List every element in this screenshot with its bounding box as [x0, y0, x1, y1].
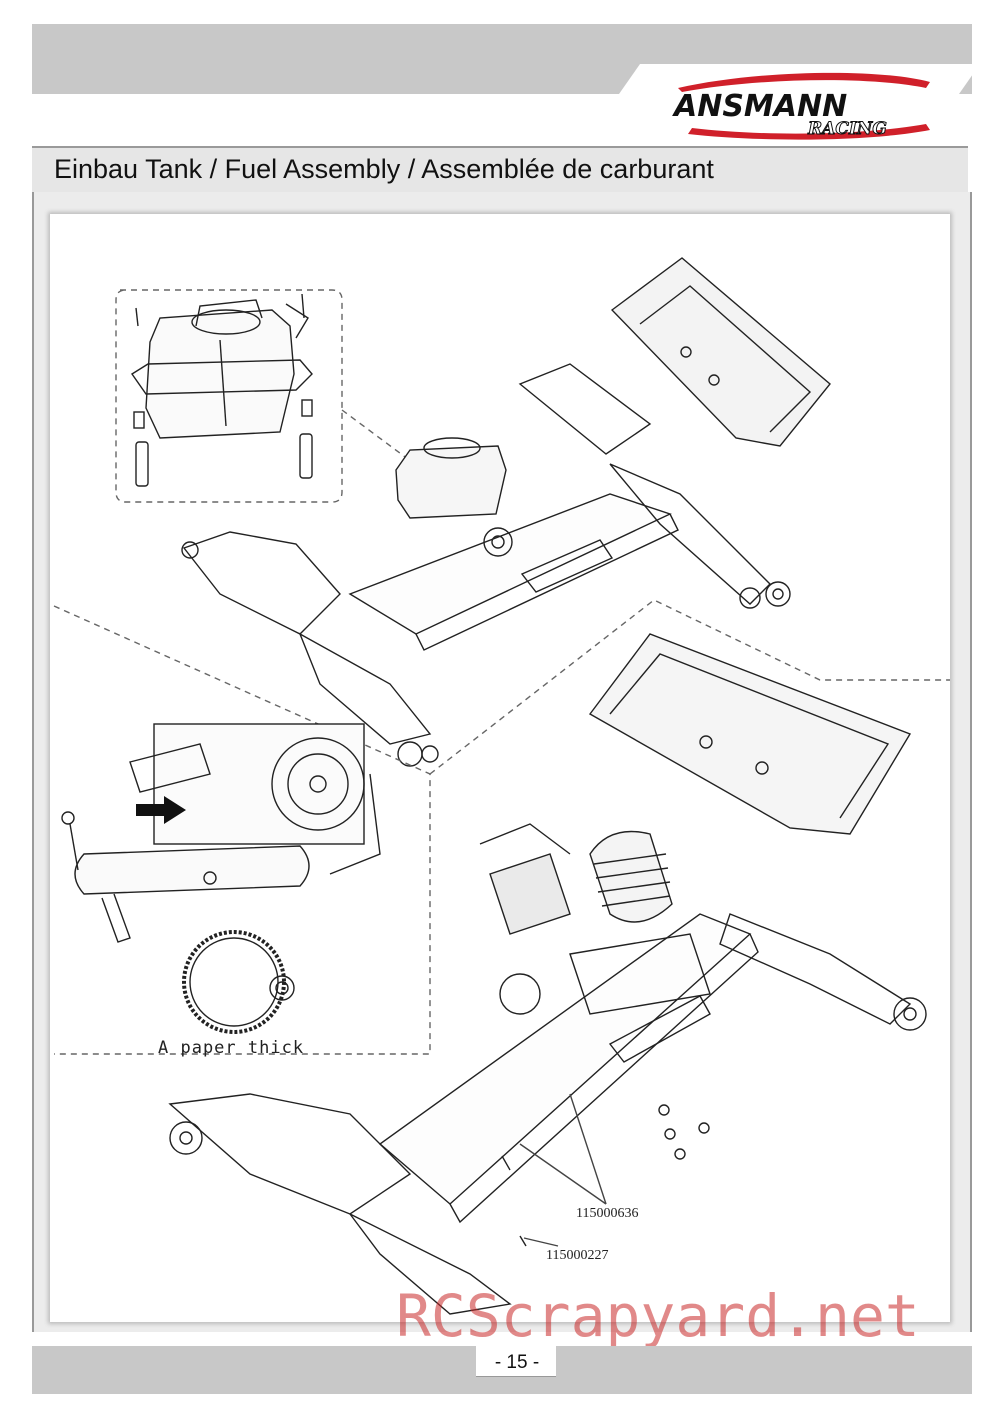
paper-thick-label: A paper thick	[158, 1038, 305, 1058]
screws-group	[501, 1104, 710, 1247]
upper-rear-arms	[518, 363, 791, 609]
leader-part-2	[523, 1237, 559, 1247]
brand-text: ANSMANN	[672, 89, 847, 124]
spur-gear-icon	[182, 930, 295, 1034]
divider-mid	[429, 599, 950, 775]
page-title: Einbau Tank / Fuel Assembly / Assemblée …	[54, 154, 714, 184]
section-title-bar: Einbau Tank / Fuel Assembly / Assemblée …	[32, 146, 968, 194]
upper-chassis	[348, 437, 679, 651]
assembly-illustration	[53, 257, 950, 1315]
watermark-text: RCScrapyard.net	[396, 1282, 920, 1350]
lower-rear-wing	[588, 633, 912, 835]
lower-chassis	[378, 913, 759, 1224]
part-number-label: 115000227	[546, 1248, 609, 1263]
lower-engine	[489, 830, 711, 1015]
rear-wing-upper	[610, 257, 831, 447]
page-number: - 15 -	[494, 1352, 540, 1373]
exhaust-pipe	[61, 811, 310, 943]
divider-left	[53, 605, 431, 1055]
upper-front-arms	[181, 531, 439, 767]
leader-part-1	[519, 1143, 607, 1205]
ansmann-racing-logo: ANSMANN RACING	[672, 72, 930, 140]
engine-detail	[129, 723, 381, 875]
lower-rear-arms	[479, 823, 927, 1031]
part-number-label: 115000636	[576, 1206, 639, 1221]
arrow-icon	[136, 796, 186, 824]
fuel-tank-detail	[131, 293, 313, 487]
lower-front-arms	[168, 1093, 512, 1315]
brand-sub-text: RACING	[807, 119, 887, 139]
leader-part-1b	[569, 1093, 607, 1205]
footer-notch	[476, 1346, 556, 1377]
tank-inset-box	[115, 289, 343, 503]
illustration-panel: A paper thick 115000636 115000227	[50, 214, 950, 1322]
